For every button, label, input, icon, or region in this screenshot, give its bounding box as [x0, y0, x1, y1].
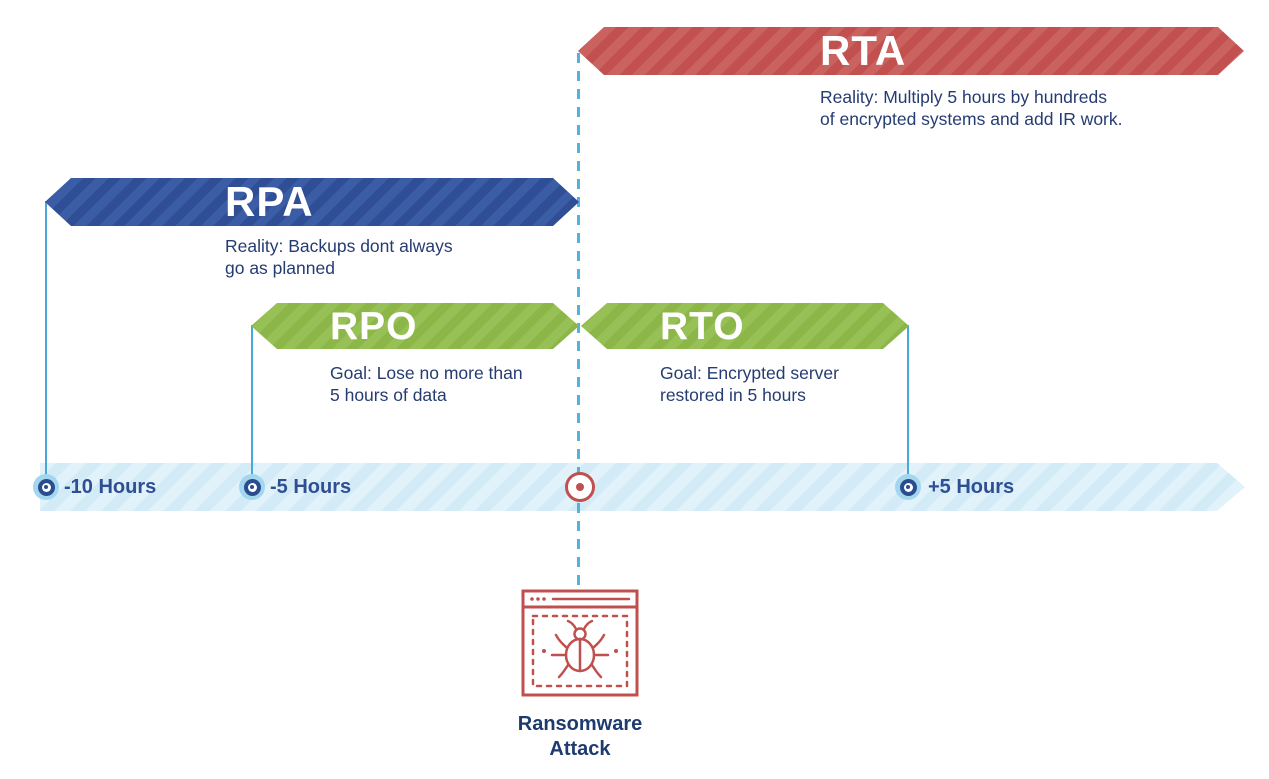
rpo-banner-label: RPO [330, 304, 418, 348]
rpo-banner: RPO [251, 303, 579, 349]
rpa-description: Reality: Backups dont always go as plann… [225, 236, 453, 278]
marker-inner-ring [903, 482, 913, 492]
marker-center-dot [905, 484, 911, 490]
minus-5-hours-marker-dot-icon [239, 474, 265, 500]
plus-5-hours-marker-dot-icon [895, 474, 921, 500]
rta-banner: RTA [578, 27, 1244, 75]
rto-connector-line [907, 325, 909, 487]
rpa-banner: RPA [45, 178, 579, 226]
rpo-description: Goal: Lose no more than 5 hours of data [330, 363, 523, 405]
marker-ring [37, 478, 55, 496]
rto-banner-label: RTO [660, 304, 745, 348]
marker-ring [243, 478, 261, 496]
rpa-connector-line [45, 201, 47, 487]
marker-center-dot [249, 484, 255, 490]
minus-10-hours-label: -10 Hours [64, 476, 157, 498]
marker-inner-ring [247, 482, 257, 492]
rto-description: Goal: Encrypted server restored in 5 hou… [660, 363, 839, 405]
marker-center-dot [43, 484, 49, 490]
rta-description: Reality: Multiply 5 hours by hundreds of… [820, 87, 1123, 129]
minus-5-hours-label: -5 Hours [270, 476, 352, 498]
ransomware-bug-window-icon [521, 589, 639, 702]
minus-10-hours-marker-dot-icon [33, 474, 59, 500]
attack-moment-marker-icon [565, 472, 595, 502]
attack-time-dashed-line [577, 53, 580, 586]
rta-banner-label: RTA [820, 27, 907, 74]
marker-ring [899, 478, 917, 496]
marker-inner-ring [41, 482, 51, 492]
rpo-connector-line [251, 325, 253, 487]
rpa-banner-label: RPA [225, 178, 314, 225]
timeline-bar [40, 463, 1245, 511]
ransomware-attack-label: Ransomware Attack [517, 713, 643, 760]
marker-center-dot [576, 483, 584, 491]
rto-banner: RTO [581, 303, 909, 349]
plus-5-hours-label: +5 Hours [928, 476, 1015, 498]
